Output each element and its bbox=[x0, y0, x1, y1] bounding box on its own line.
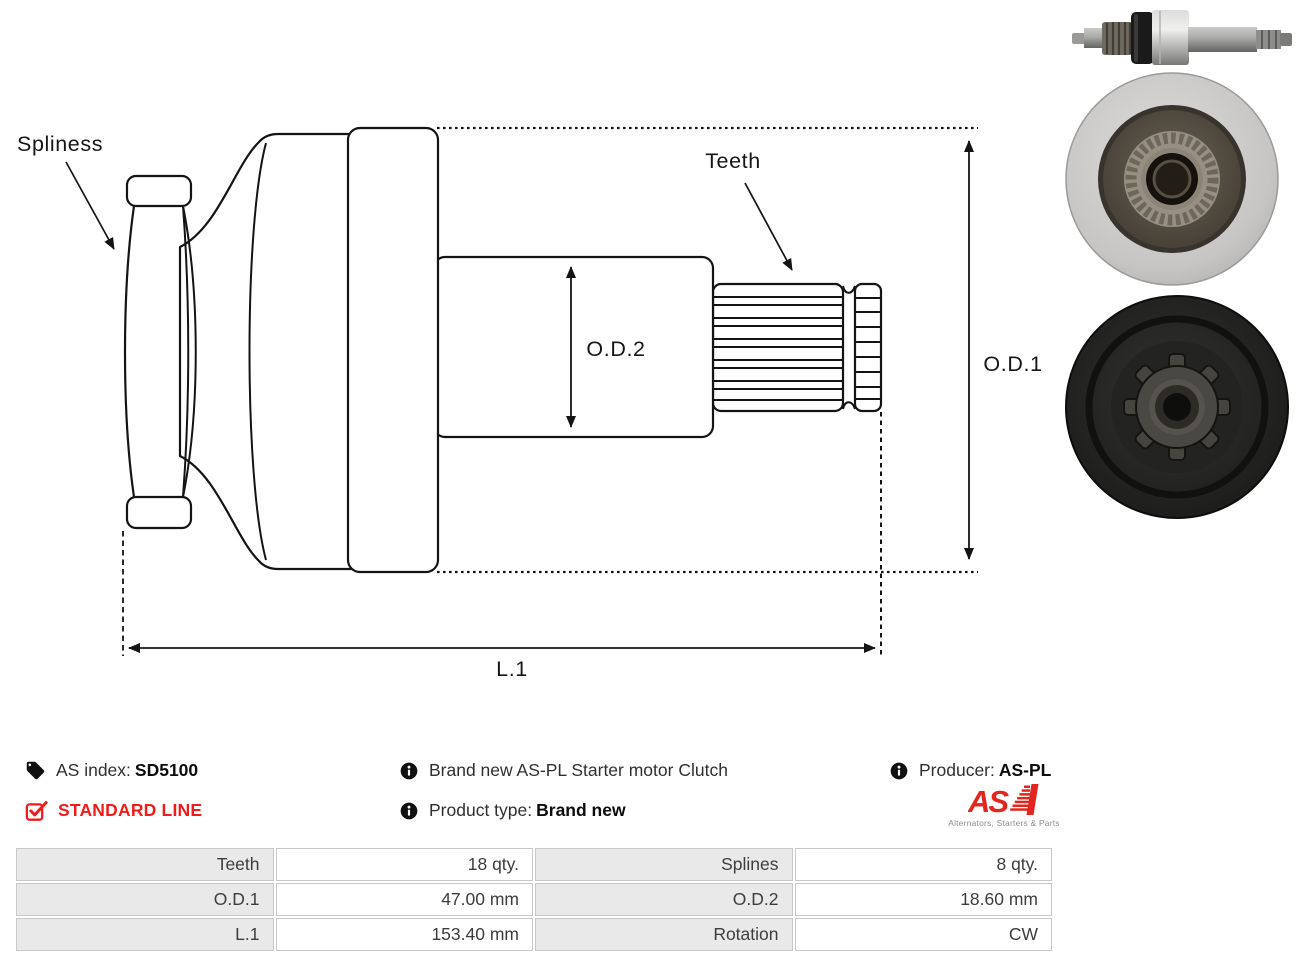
as-index-value: SD5100 bbox=[134, 760, 199, 780]
producer-value: AS-PL bbox=[998, 760, 1052, 780]
description-row: Brand new AS-PL Starter motor Clutch bbox=[399, 760, 728, 781]
as-pl-logo: AS Alternators, Starters & Parts bbox=[938, 784, 1070, 828]
spec-value: 153.40 mm bbox=[275, 918, 533, 951]
spec-value: CW bbox=[794, 918, 1052, 951]
rear-pinion-gear bbox=[1123, 353, 1231, 461]
spec-label: Rotation bbox=[535, 918, 793, 951]
dimension-layer: Spliness Teeth O.D.2 O.D.1 L.1 bbox=[17, 126, 1042, 681]
spline-end-cap bbox=[853, 282, 883, 413]
bell-lens-edge bbox=[248, 142, 267, 561]
notch-bottom bbox=[842, 401, 856, 410]
spec-label: Teeth bbox=[16, 848, 274, 881]
collar-lens-edge bbox=[182, 205, 197, 498]
checkbox-check-icon bbox=[25, 800, 48, 821]
spec-label: O.D.2 bbox=[535, 883, 793, 916]
product-type-row: Product type:Brand new bbox=[399, 800, 626, 821]
technical-drawing: Spliness Teeth O.D.2 O.D.1 L.1 bbox=[17, 10, 1292, 681]
as-index-label: AS index: bbox=[56, 760, 131, 780]
product-type-value: Brand new bbox=[536, 800, 626, 820]
tag-icon bbox=[25, 760, 46, 781]
spec-value: 8 qty. bbox=[794, 848, 1052, 881]
standard-line-row: STANDARD LINE bbox=[25, 800, 202, 821]
photo-side-view bbox=[1072, 10, 1292, 65]
clutch-outline bbox=[123, 126, 883, 574]
producer-label: Producer: bbox=[919, 760, 995, 780]
table-row: L.1 153.40 mm Rotation CW bbox=[16, 918, 1052, 951]
info-icon bbox=[889, 761, 909, 781]
spec-value: 18 qty. bbox=[275, 848, 533, 881]
photo-front-view bbox=[1065, 72, 1279, 286]
collar-outer-edge bbox=[123, 205, 136, 498]
pinion-teeth-lines bbox=[713, 296, 843, 401]
spec-label: Splines bbox=[535, 848, 793, 881]
logo-text: AS bbox=[968, 784, 1009, 817]
product-type-label: Product type: bbox=[429, 800, 533, 820]
spec-label: O.D.1 bbox=[16, 883, 274, 916]
label-teeth: Teeth bbox=[705, 149, 761, 173]
collar-inner-edge bbox=[182, 205, 190, 498]
splines-pointer-arrow bbox=[65, 161, 115, 250]
bell-housing bbox=[178, 132, 354, 571]
label-od1: O.D.1 bbox=[983, 352, 1042, 376]
spec-value: 47.00 mm bbox=[275, 883, 533, 916]
logo-tagline: Alternators, Starters & Parts bbox=[948, 818, 1060, 828]
label-splines: Spliness bbox=[17, 132, 103, 156]
info-icon bbox=[399, 801, 419, 821]
as-index-row: AS index:SD5100 bbox=[25, 760, 198, 781]
collar-tab-bottom bbox=[125, 495, 193, 530]
shaft-od2 bbox=[432, 255, 715, 439]
info-icon bbox=[399, 761, 419, 781]
standard-line-badge: STANDARD LINE bbox=[58, 800, 203, 820]
teeth-pointer-arrow bbox=[744, 182, 793, 271]
end-cap-lines bbox=[855, 297, 881, 400]
spec-table: Teeth 18 qty. Splines 8 qty. O.D.1 47.00… bbox=[14, 846, 1054, 953]
label-od2: O.D.2 bbox=[586, 337, 645, 361]
photo-rear-view bbox=[1065, 295, 1289, 519]
collar-tab-top bbox=[125, 174, 193, 208]
spec-label: L.1 bbox=[16, 918, 274, 951]
product-description: Brand new AS-PL Starter motor Clutch bbox=[429, 760, 728, 780]
label-l1: L.1 bbox=[496, 657, 528, 681]
table-row: Teeth 18 qty. Splines 8 qty. bbox=[16, 848, 1052, 881]
table-row: O.D.1 47.00 mm O.D.2 18.60 mm bbox=[16, 883, 1052, 916]
notch-top bbox=[842, 285, 856, 294]
as-pl-logo-mark: AS bbox=[968, 784, 1039, 817]
spec-value: 18.60 mm bbox=[794, 883, 1052, 916]
producer-row: Producer:AS-PL bbox=[889, 760, 1051, 781]
front-face-ring bbox=[346, 126, 440, 574]
logo-stripes bbox=[1010, 784, 1039, 815]
